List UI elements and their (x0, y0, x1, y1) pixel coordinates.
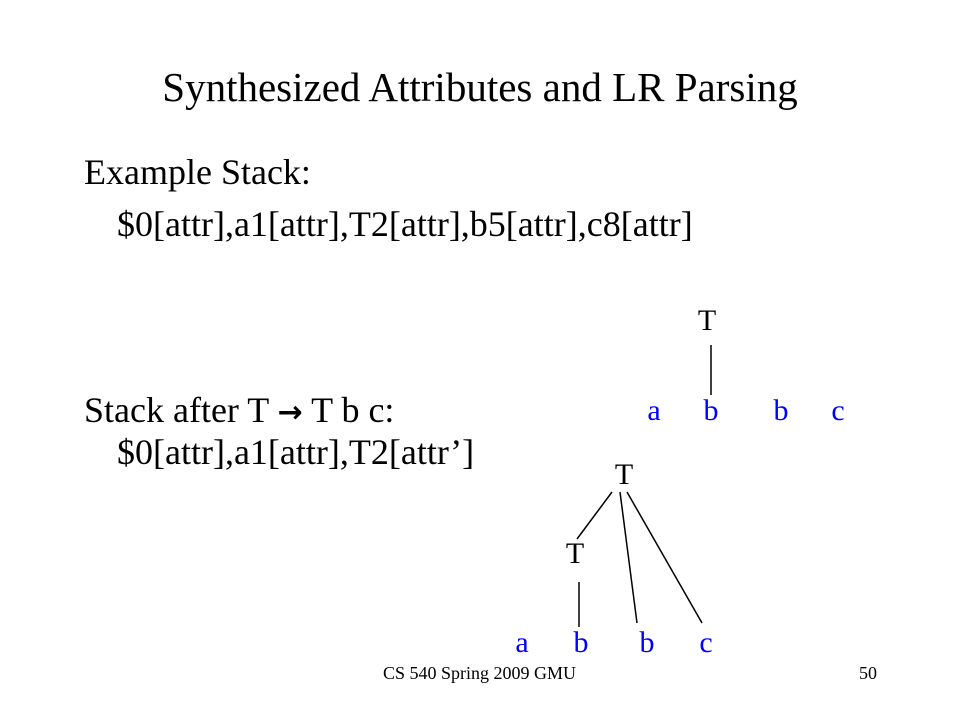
tree-after-edge-c (626, 491, 703, 624)
tree-before-leaf-c: c (831, 394, 844, 427)
stack-after-prefix: Stack after T (84, 390, 278, 430)
tree-after-leaf-c: c (699, 626, 712, 659)
tree-after-leaf-a: a (515, 626, 528, 659)
tree-after-child: T (566, 537, 584, 570)
tree-before: T a b b c (647, 304, 844, 427)
tree-before-leaf-b2: b (774, 394, 789, 427)
tree-after: T T a b b c (515, 458, 712, 659)
tree-before-root: T (698, 304, 716, 337)
example-stack-label: Example Stack: (84, 152, 311, 192)
stack-after-value: $0[attr],a1[attr],T2[attr’] (117, 432, 475, 472)
tree-after-root: T (615, 458, 633, 491)
stack-after-heading: Stack after T → T b c: (84, 388, 394, 435)
stack-after-suffix: T b c: (302, 390, 395, 430)
tree-after-leaf-b1: b (574, 626, 589, 659)
footer-course: CS 540 Spring 2009 GMU (383, 663, 577, 683)
tree-after-edge-b (619, 491, 638, 624)
tree-before-leaf-b1: b (704, 394, 719, 427)
slide-title: Synthesized Attributes and LR Parsing (162, 64, 798, 110)
example-stack-value: $0[attr],a1[attr],T2[attr],b5[attr],c8[a… (117, 204, 693, 244)
page-number: 50 (859, 663, 877, 683)
tree-after-leaf-b2: b (640, 626, 655, 659)
tree-after-edge-t (576, 491, 613, 540)
right-arrow-icon: → (277, 395, 303, 430)
tree-before-leaf-a: a (647, 394, 660, 427)
